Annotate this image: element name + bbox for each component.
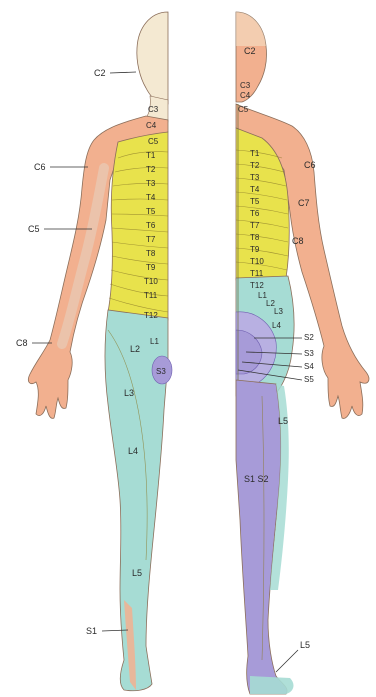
front-label-t3: T3 <box>146 179 156 188</box>
back-label-c2: C2 <box>244 46 256 56</box>
back-label-c6: C6 <box>304 160 316 170</box>
back-label-l5-foot: L5 <box>300 640 310 650</box>
front-label-c6-shoulder: C6 <box>34 162 46 172</box>
back-label-s3: S3 <box>304 349 314 358</box>
back-label-c4: C4 <box>240 91 251 100</box>
back-label-c3: C3 <box>240 81 251 90</box>
back-label-t5: T5 <box>250 197 260 206</box>
back-label-c8: C8 <box>292 236 304 246</box>
back-label-t6: T6 <box>250 209 260 218</box>
front-label-t12: T12 <box>144 311 158 320</box>
front-label-c5: C5 <box>148 137 159 146</box>
front-label-s1: S1 <box>86 626 97 636</box>
back-label-l3: L3 <box>274 307 283 316</box>
front-label-t2: T2 <box>146 165 156 174</box>
front-head <box>137 12 168 104</box>
front-label-c5-arm: C5 <box>28 224 40 234</box>
back-label-c5: C5 <box>238 105 249 114</box>
front-label-l2: L2 <box>130 344 140 354</box>
back-label-s2: S2 <box>304 333 314 342</box>
back-label-t10: T10 <box>250 257 264 266</box>
back-foot <box>250 676 293 694</box>
back-label-t2: T2 <box>250 161 260 170</box>
front-label-t5: T5 <box>146 207 156 216</box>
front-label-c3: C3 <box>148 105 159 114</box>
back-label-s4: S4 <box>304 362 314 371</box>
back-label-t9: T9 <box>250 245 260 254</box>
front-label-t10: T10 <box>144 277 158 286</box>
front-label-t6: T6 <box>146 221 156 230</box>
back-label-t12: T12 <box>250 281 264 290</box>
front-label-t8: T8 <box>146 249 156 258</box>
back-label-s1-s2: S1 S2 <box>244 474 269 484</box>
front-label-t7: T7 <box>146 235 156 244</box>
front-label-l1: L1 <box>150 337 159 346</box>
back-label-t8: T8 <box>250 233 260 242</box>
front-label-t1: T1 <box>146 151 156 160</box>
back-label-t3: T3 <box>250 173 260 182</box>
back-figure <box>236 12 369 694</box>
front-label-c2: C2 <box>94 68 106 78</box>
back-label-t11: T11 <box>250 269 264 278</box>
back-label-t4: T4 <box>250 185 260 194</box>
front-label-c8-hand: C8 <box>16 338 28 348</box>
back-label-l5-leg: L5 <box>278 416 288 426</box>
front-label-s3: S3 <box>156 367 166 376</box>
front-label-c4: C4 <box>146 121 157 130</box>
back-label-c7: C7 <box>298 198 310 208</box>
back-label-t1: T1 <box>250 149 260 158</box>
front-label-l4: L4 <box>128 446 138 456</box>
front-label-t9: T9 <box>146 263 156 272</box>
front-label-l5: L5 <box>132 568 142 578</box>
front-label-l3: L3 <box>124 388 134 398</box>
front-label-t4: T4 <box>146 193 156 202</box>
front-label-t11: T11 <box>144 291 158 300</box>
back-label-t7: T7 <box>250 221 260 230</box>
back-label-s5: S5 <box>304 375 314 384</box>
back-label-l4: L4 <box>272 321 281 330</box>
